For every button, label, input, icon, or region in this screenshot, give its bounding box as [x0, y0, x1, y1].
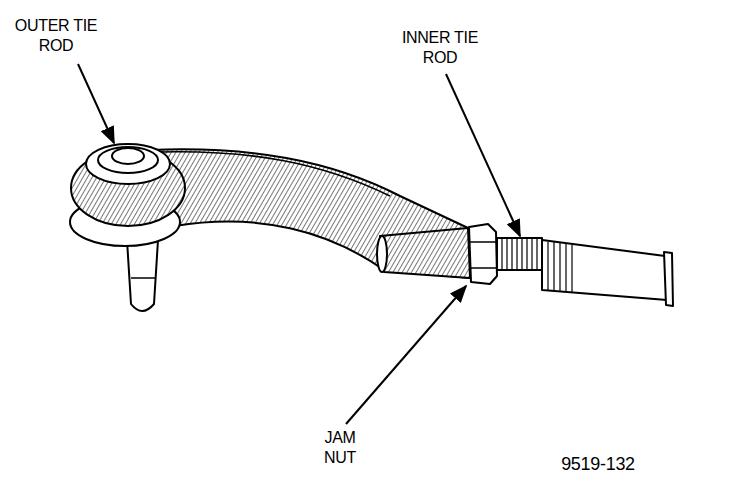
tie-rod-arm: [150, 149, 470, 278]
rod-end-flange: [664, 252, 673, 306]
ball-stud: [127, 240, 158, 311]
threaded-sleeve: [380, 228, 470, 278]
leader-line: [446, 74, 520, 236]
part-label: JAM NUT: [310, 428, 370, 468]
part-label: OUTER TIE ROD: [4, 16, 108, 56]
leader-line: [346, 286, 466, 424]
inner-rod: [542, 240, 667, 300]
leader-line: [78, 64, 114, 143]
ball-joint-cap: [86, 144, 170, 184]
inner-thread: [497, 238, 542, 270]
jam-nut: [469, 224, 497, 284]
part-label: INNER TIE ROD: [388, 28, 492, 68]
figure-number: 9519-132: [538, 454, 658, 474]
